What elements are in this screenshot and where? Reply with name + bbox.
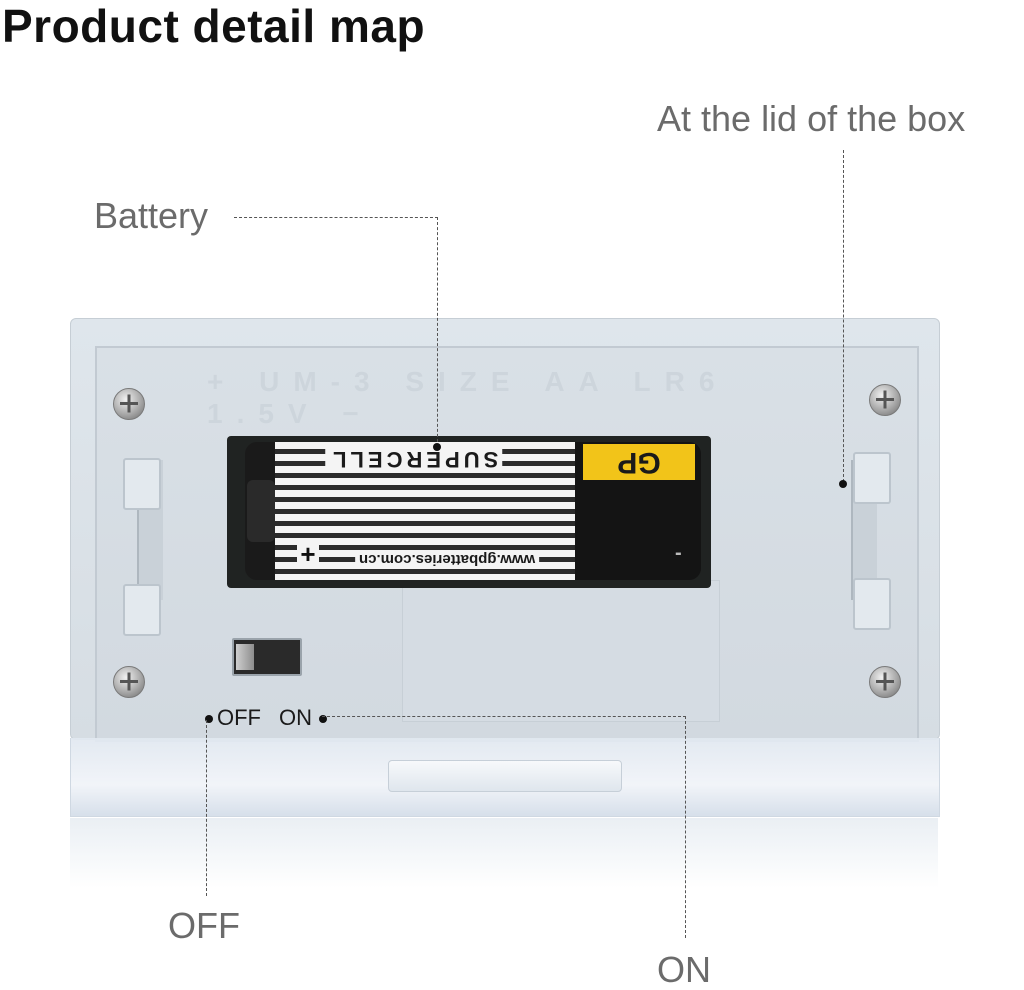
battery-leader-h bbox=[234, 217, 438, 218]
screw-icon bbox=[113, 666, 145, 698]
panel-on-label: ON bbox=[279, 705, 312, 730]
battery-bay: GP SUPERCELL www.gpbatteries.com.cn + - bbox=[227, 436, 711, 588]
callout-off: OFF bbox=[168, 905, 240, 946]
on-leader-v bbox=[685, 716, 686, 938]
reflection bbox=[70, 818, 938, 888]
battery-leader-v bbox=[437, 217, 438, 447]
callout-on: ON bbox=[657, 949, 711, 990]
embossed-text: + UM-3 SIZE AA LR6 1.5V − bbox=[207, 366, 729, 429]
lid-leader-dot bbox=[839, 480, 847, 488]
screw-icon bbox=[869, 666, 901, 698]
battery-terminal bbox=[247, 480, 275, 542]
off-marker-dot bbox=[205, 715, 213, 723]
callout-lid: At the lid of the box bbox=[657, 98, 966, 139]
battery-name: SUPERCELL bbox=[325, 446, 503, 472]
battery-minus-mark: - bbox=[675, 542, 682, 564]
latch-right-bottom bbox=[853, 578, 891, 630]
lid-leader-v bbox=[843, 150, 844, 482]
battery-website: www.gpbatteries.com.cn bbox=[355, 550, 540, 568]
latch-left-bottom bbox=[123, 584, 161, 636]
off-leader-v bbox=[206, 720, 207, 896]
callout-battery: Battery bbox=[94, 195, 209, 236]
on-leader-h bbox=[322, 716, 686, 717]
panel-recess bbox=[402, 580, 720, 722]
battery-plus-mark: + bbox=[297, 541, 319, 567]
screw-icon bbox=[113, 388, 145, 420]
page-title: Product detail map bbox=[2, 0, 426, 52]
battery-leader-dot bbox=[433, 443, 441, 451]
panel-off-label: OFF bbox=[217, 705, 261, 730]
battery-panel: + UM-3 SIZE AA LR6 1.5V − GP SUPERCELL w… bbox=[95, 346, 919, 742]
battery: GP SUPERCELL www.gpbatteries.com.cn + - bbox=[245, 442, 701, 580]
power-switch[interactable] bbox=[232, 638, 302, 676]
screw-icon bbox=[869, 384, 901, 416]
on-marker-dot bbox=[319, 715, 327, 723]
device-photo: + UM-3 SIZE AA LR6 1.5V − GP SUPERCELL w… bbox=[70, 318, 940, 888]
battery-brand-logo: GP bbox=[583, 444, 695, 480]
latch-right-top bbox=[853, 452, 891, 504]
latch-left-top bbox=[123, 458, 161, 510]
clear-tab bbox=[388, 760, 622, 792]
power-switch-knob[interactable] bbox=[236, 644, 254, 670]
